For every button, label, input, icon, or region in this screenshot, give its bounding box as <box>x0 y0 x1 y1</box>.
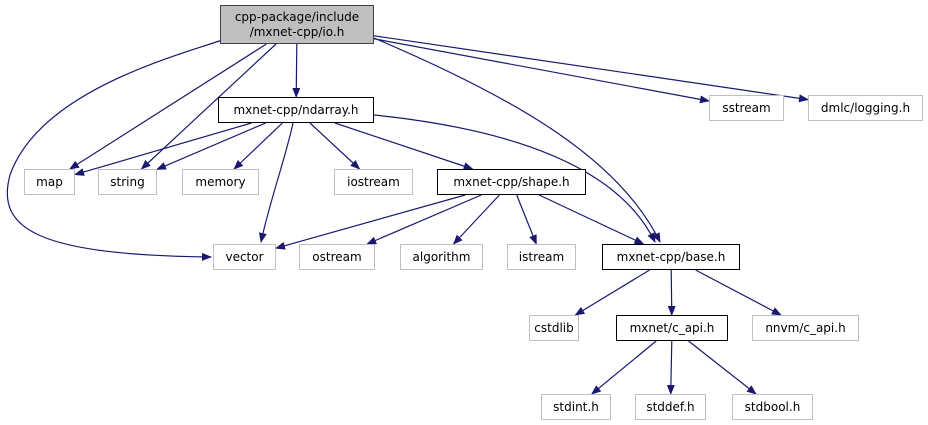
edge-io-to-logging <box>373 35 809 103</box>
node-label: string <box>110 174 145 189</box>
node-stdbool: stdbool.h <box>732 394 813 420</box>
node-label: mxnet-cpp/base.h <box>616 249 726 264</box>
edge-ndarray-to-iostream <box>309 122 361 170</box>
edge-ndarray-to-base <box>373 114 656 243</box>
node-label: stdint.h <box>553 399 599 414</box>
node-logging: dmlc/logging.h <box>808 95 923 121</box>
edge-shape-to-algorithm <box>452 194 500 245</box>
node-sstream: sstream <box>709 95 784 121</box>
node-shape[interactable]: mxnet-cpp/shape.h <box>437 169 586 195</box>
node-stddef: stddef.h <box>635 394 706 420</box>
node-label: iostream <box>347 174 400 189</box>
edge-capi-to-stdbool <box>688 340 757 395</box>
edge-ndarray-to-memory <box>233 122 283 170</box>
edge-base-to-nnvm <box>695 269 782 316</box>
edge-io-to-ndarray <box>292 43 301 98</box>
edge-shape-to-istream <box>516 194 537 245</box>
node-vector: vector <box>213 244 276 270</box>
edge-ndarray-to-shape <box>334 122 474 170</box>
node-string: string <box>98 169 157 195</box>
edge-shape-to-vector <box>275 194 466 250</box>
node-memory: memory <box>182 169 259 195</box>
edge-io-to-map <box>69 43 267 170</box>
node-label: stddef.h <box>646 399 695 414</box>
node-label: dmlc/logging.h <box>820 100 911 115</box>
edge-io-to-base <box>373 37 661 243</box>
edge-shape-to-base <box>538 194 645 245</box>
node-label: mxnet-cpp/ndarray.h <box>233 102 359 117</box>
node-label: algorithm <box>412 249 471 264</box>
edge-io-to-vector <box>6 39 223 261</box>
node-ndarray[interactable]: mxnet-cpp/ndarray.h <box>218 97 374 123</box>
edge-ndarray-to-map <box>74 122 252 176</box>
node-label: ostream <box>312 249 362 264</box>
node-istream: istream <box>507 244 576 270</box>
node-label: cstdlib <box>534 320 574 335</box>
node-algorithm: algorithm <box>400 244 483 270</box>
node-ostream: ostream <box>299 244 375 270</box>
node-label: vector <box>225 249 264 264</box>
edge-ndarray-to-vector <box>258 122 294 243</box>
edge-ndarray-to-string <box>156 122 266 170</box>
edge-base-to-cstdlib <box>574 269 650 316</box>
node-label: cpp-package/include /mxnet-cpp/io.h <box>234 9 360 39</box>
node-cstdlib: cstdlib <box>529 315 579 341</box>
node-label: mxnet/c_api.h <box>629 320 715 335</box>
edge-shape-to-ostream <box>366 194 482 245</box>
node-io[interactable]: cpp-package/include /mxnet-cpp/io.h <box>220 5 374 44</box>
node-capi[interactable]: mxnet/c_api.h <box>616 315 728 341</box>
node-label: sstream <box>722 100 771 115</box>
node-base[interactable]: mxnet-cpp/base.h <box>602 244 740 270</box>
edge-base-to-capi <box>667 269 676 316</box>
node-nnvm: nnvm/c_api.h <box>752 315 859 341</box>
node-label: mxnet-cpp/shape.h <box>453 174 570 189</box>
edge-capi-to-stddef <box>666 340 675 395</box>
edge-io-to-sstream <box>373 38 710 104</box>
node-label: stdbool.h <box>744 399 801 414</box>
edge-capi-to-stdint <box>591 340 657 395</box>
node-label: nnvm/c_api.h <box>765 320 846 335</box>
node-label: map <box>36 174 63 189</box>
node-map: map <box>24 169 75 195</box>
node-label: memory <box>195 174 246 189</box>
node-stdint: stdint.h <box>541 394 611 420</box>
node-label: istream <box>518 249 565 264</box>
node-iostream: iostream <box>334 169 413 195</box>
